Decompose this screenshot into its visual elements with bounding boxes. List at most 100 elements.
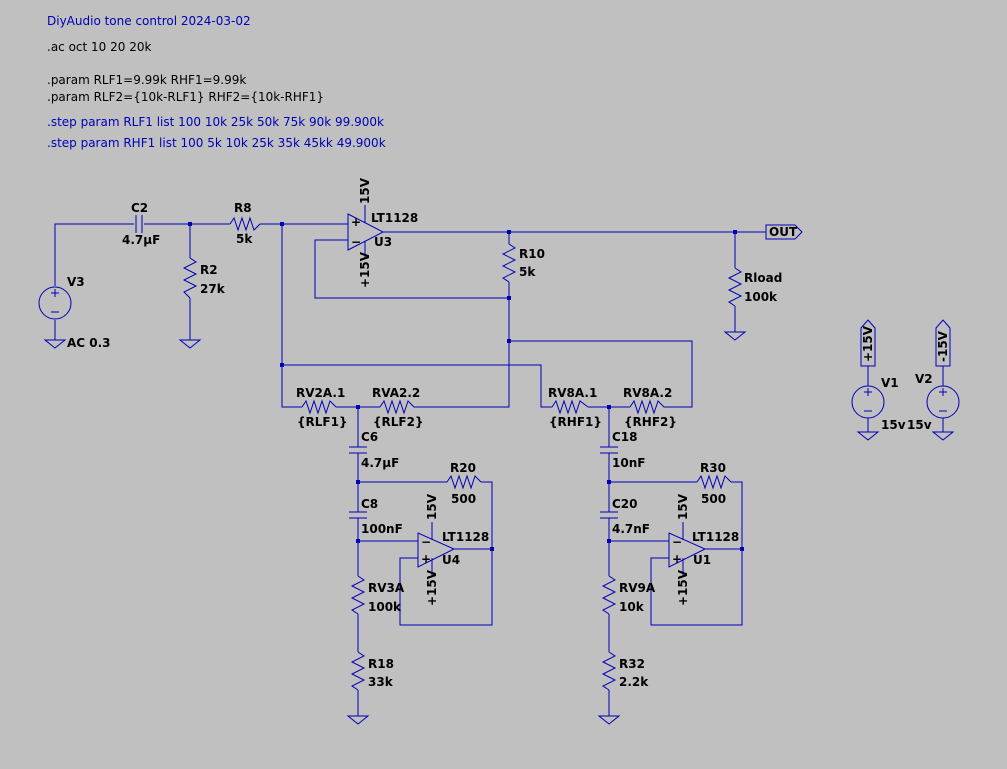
- rv2a1-value: {RLF1}: [297, 415, 348, 429]
- v3-value: AC 0.3: [67, 336, 111, 350]
- u1-name: U1: [693, 553, 711, 567]
- voltage-source-v2[interactable]: -15V V2 15v: [907, 319, 960, 432]
- rv9a-value: 10k: [619, 600, 645, 614]
- r8-name: R8: [234, 201, 252, 215]
- u4-supply-bottom: +15V: [425, 569, 439, 606]
- c6-name: C6: [361, 430, 378, 444]
- c2-name: C2: [131, 201, 148, 215]
- u4-plus-pin: +: [421, 552, 431, 566]
- resistor-r8[interactable]: R8 5k: [229, 201, 261, 246]
- resistor-rv3a[interactable]: RV3A 100k: [350, 575, 405, 615]
- voltage-source-v3[interactable]: V3 AC 0.3: [38, 275, 111, 350]
- r20-name: R20: [450, 461, 476, 475]
- u3-plus-pin: +: [351, 215, 361, 229]
- u3-model: LT1128: [371, 211, 418, 225]
- resistor-rv2a1[interactable]: RV2A.1 {RLF1}: [296, 386, 348, 429]
- voltage-source-v1[interactable]: +15V V1 15v: [851, 319, 906, 432]
- u4-minus-pin: −: [421, 535, 431, 549]
- rload-value: 100k: [744, 290, 778, 304]
- c20-value: 4.7nF: [612, 522, 650, 536]
- rv8a2-value: {RHF2}: [624, 415, 677, 429]
- r2-value: 27k: [200, 282, 226, 296]
- resistor-rv8a1[interactable]: RV8A.1 {RHF1}: [548, 386, 602, 429]
- r32-value: 2.2k: [619, 675, 649, 689]
- resistor-r18[interactable]: R18 33k: [350, 651, 394, 691]
- u1-plus-pin: +: [672, 552, 682, 566]
- capacitor-c2[interactable]: C2 4.7µF: [122, 201, 160, 247]
- capacitor-c8[interactable]: C8 100nF: [349, 497, 403, 536]
- u4-name: U4: [442, 553, 460, 567]
- c18-value: 10nF: [612, 456, 645, 470]
- resistor-rload[interactable]: Rload 100k: [727, 267, 782, 307]
- rv3a-name: RV3A: [368, 581, 405, 595]
- u1-supply-bottom: +15V: [676, 569, 690, 606]
- param-directive-1: .param RLF1=9.99k RHF1=9.99k: [47, 73, 246, 87]
- resistor-rv9a[interactable]: RV9A 10k: [601, 575, 656, 615]
- rv8a1-name: RV8A.1: [548, 386, 597, 400]
- c20-name: C20: [612, 497, 638, 511]
- c2-value: 4.7µF: [122, 233, 160, 247]
- v1-name: V1: [881, 376, 899, 390]
- param-directive-2: .param RLF2={10k-RLF1} RHF2={10k-RHF1}: [47, 90, 324, 104]
- rload-name: Rload: [744, 271, 782, 285]
- r8-value: 5k: [236, 232, 253, 246]
- junctions: [188, 222, 744, 551]
- capacitor-c6[interactable]: C6 4.7µF: [349, 430, 399, 470]
- u4-supply-top: 15V: [425, 493, 439, 520]
- rv8a2-name: RV8A.2: [623, 386, 672, 400]
- rva22-name: RVA2.2: [372, 386, 420, 400]
- c8-name: C8: [361, 497, 378, 511]
- c8-value: 100nF: [361, 522, 403, 536]
- rv2a1-name: RV2A.1: [296, 386, 345, 400]
- opamp-u3[interactable]: + − LT1128 U3 15V +15V: [347, 177, 418, 288]
- v2-name: V2: [915, 372, 933, 386]
- rv8a1-value: {RHF1}: [549, 415, 602, 429]
- v2-net-label: -15V: [936, 330, 950, 362]
- c18-name: C18: [612, 430, 638, 444]
- resistor-r10[interactable]: R10 5k: [501, 243, 545, 283]
- step-directive-1: .step param RLF1 list 100 10k 25k 50k 75…: [47, 115, 384, 129]
- u1-model: LT1128: [692, 530, 739, 544]
- u3-supply-top: 15V: [358, 177, 372, 204]
- wires: [54, 223, 944, 716]
- v3-name: V3: [67, 275, 85, 289]
- opamp-u4[interactable]: − + LT1128 U4 15V +15V: [417, 493, 489, 606]
- rv9a-name: RV9A: [619, 581, 656, 595]
- out-label: OUT: [769, 225, 798, 239]
- u1-supply-top: 15V: [676, 493, 690, 520]
- v1-value: 15v: [881, 418, 906, 432]
- u3-name: U3: [374, 235, 392, 249]
- out-net-label[interactable]: OUT: [765, 224, 803, 240]
- resistor-r20[interactable]: R20 500: [446, 461, 482, 506]
- r10-name: R10: [519, 247, 545, 261]
- rva22-value: {RLF2}: [373, 415, 424, 429]
- r32-name: R32: [619, 657, 645, 671]
- c6-value: 4.7µF: [361, 456, 399, 470]
- resistor-r2[interactable]: R2 27k: [182, 257, 226, 299]
- resistor-r30[interactable]: R30 500: [696, 461, 732, 506]
- ground-symbols: [43, 331, 955, 725]
- resistor-rva22[interactable]: RVA2.2 {RLF2}: [372, 386, 425, 429]
- ac-directive: .ac oct 10 20 20k: [47, 40, 151, 54]
- r30-name: R30: [700, 461, 726, 475]
- r18-name: R18: [368, 657, 394, 671]
- step-directive-2: .step param RHF1 list 100 5k 10k 25k 35k…: [47, 136, 386, 150]
- v2-value: 15v: [907, 418, 932, 432]
- capacitor-c20[interactable]: C20 4.7nF: [600, 497, 650, 536]
- rv3a-value: 100k: [368, 600, 402, 614]
- v1-net-label: +15V: [861, 325, 875, 362]
- u3-supply-bottom: +15V: [358, 251, 372, 288]
- r2-name: R2: [200, 263, 218, 277]
- resistor-r32[interactable]: R32 2.2k: [601, 651, 649, 691]
- schematic-title: DiyAudio tone control 2024-03-02: [47, 14, 251, 28]
- u4-model: LT1128: [442, 530, 489, 544]
- capacitor-c18[interactable]: C18 10nF: [600, 430, 645, 470]
- r30-value: 500: [701, 492, 726, 506]
- u3-minus-pin: −: [351, 235, 361, 249]
- resistor-rv8a2[interactable]: RV8A.2 {RHF2}: [623, 386, 679, 429]
- r18-value: 33k: [368, 675, 394, 689]
- opamp-u1[interactable]: − + LT1128 U1 15V +15V: [668, 493, 739, 606]
- u1-minus-pin: −: [672, 535, 682, 549]
- r10-value: 5k: [519, 265, 536, 279]
